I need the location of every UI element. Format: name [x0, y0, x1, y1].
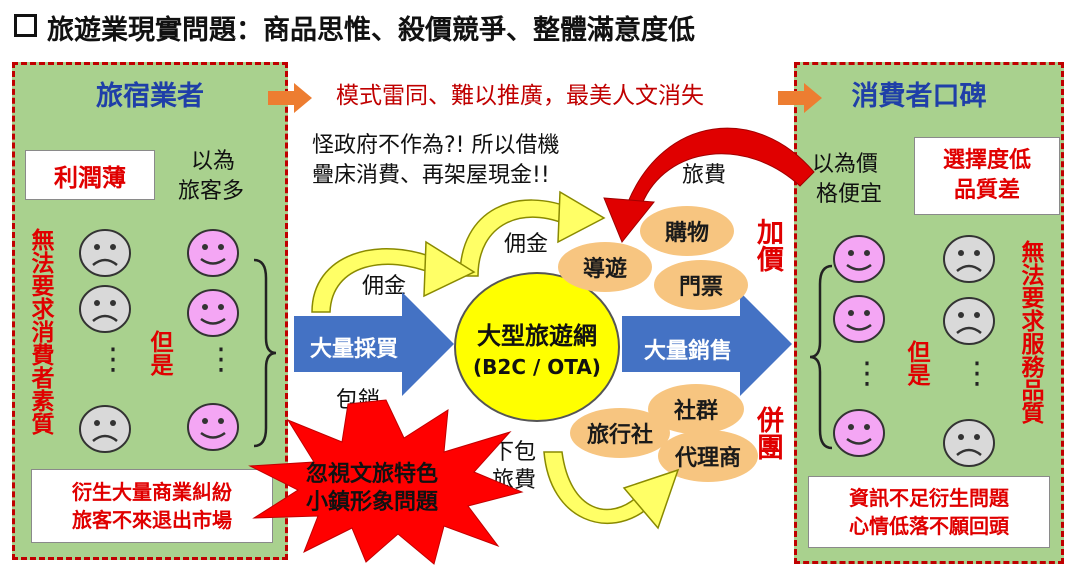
- left-assume-line-1: 以為: [191, 149, 236, 174]
- complaint-line-1: 怪政府不作為?! 所以借機: [312, 133, 560, 158]
- orange-arrow-right-icon: [778, 83, 822, 113]
- left-vertical-note: 無法要求消費者素質: [27, 228, 53, 435]
- left-brace-icon: [253, 258, 277, 448]
- burst-line-2: 小鎮形象問題: [306, 490, 439, 515]
- happy-face-icon: [833, 409, 885, 457]
- orange-arrow-left-icon: [268, 83, 312, 113]
- profit-box: 利潤薄: [25, 150, 155, 200]
- top-banner: 模式雷同、難以推廣，最美人文消失: [336, 83, 704, 109]
- addon-tickets: 門票: [654, 260, 748, 310]
- left-panel-title: 旅宿業者: [96, 81, 204, 112]
- left-assume-line-2: 旅客多: [178, 179, 245, 204]
- red-curved-arrow-icon: [603, 127, 815, 243]
- right-dots-2: ⋮: [962, 356, 992, 391]
- left-dots-1: ⋮: [98, 342, 128, 377]
- yellow-curved-arrow-upper-icon: [459, 190, 606, 277]
- sad-face-icon: [943, 419, 995, 467]
- bulk-buy-label: 大量採買: [310, 337, 399, 362]
- commission-lower-label: 佣金: [362, 274, 407, 299]
- combine-label: 併團: [752, 406, 783, 460]
- page-title: 旅遊業現實問題：商品思惟、殺價競爭、整體滿意度低: [14, 8, 695, 47]
- addon-shopping: 購物: [640, 206, 734, 256]
- right-brace-icon: [809, 264, 833, 450]
- sad-face-icon: [79, 285, 131, 333]
- sad-face-icon: [943, 235, 995, 283]
- addon-tour-guide: 導遊: [558, 242, 652, 292]
- blue-arrow-bulk-sell-icon: [622, 292, 792, 396]
- addon-travel-agency: 旅行社: [570, 408, 670, 458]
- sad-face-icon: [943, 297, 995, 345]
- left-but-text: 但是: [146, 330, 172, 376]
- red-burst-icon: [248, 399, 524, 565]
- right-choice-box: 選擇度低 品質差: [914, 137, 1060, 215]
- left-dots-2: ⋮: [206, 342, 236, 377]
- sad-face-icon: [79, 405, 131, 453]
- sad-face-icon: [79, 229, 131, 277]
- happy-face-icon: [833, 295, 885, 343]
- complaint-line-2: 疊床消費、再架屋現金!!: [312, 163, 550, 188]
- right-dots-1: ⋮: [852, 356, 882, 391]
- happy-face-icon: [187, 229, 239, 277]
- travel-fee-top-label: 旅費: [682, 163, 727, 188]
- right-vertical-note: 無法要求服務品質: [1017, 240, 1043, 424]
- right-assume-line-2: 格便宜: [816, 182, 883, 207]
- right-panel-title: 消費者口碑: [851, 81, 987, 112]
- right-bottom-box: 資訊不足衍生問題 心情低落不願回頭: [808, 476, 1050, 548]
- blue-arrow-bulk-buy-icon: [294, 292, 454, 396]
- burst-line-1: 忽視文旅特色: [306, 462, 439, 487]
- left-bottom-box: 衍生大量商業糾紛 旅客不來退出市場: [31, 469, 273, 543]
- yellow-curved-arrow-lower-icon: [311, 240, 476, 313]
- right-but-text: 但是: [903, 340, 929, 386]
- markup-label: 加價: [752, 218, 783, 272]
- right-assume-line-1: 以為價: [812, 152, 879, 177]
- square-bullet-icon: [14, 14, 37, 37]
- platform-ellipse: 大型旅遊網 (B2C / OTA): [454, 272, 620, 422]
- happy-face-icon: [187, 403, 239, 451]
- yellow-curved-arrow-bottom-icon: [543, 451, 680, 530]
- happy-face-icon: [833, 235, 885, 283]
- happy-face-icon: [187, 289, 239, 337]
- bulk-sell-label: 大量銷售: [644, 339, 733, 364]
- commission-upper-label: 佣金: [504, 232, 549, 257]
